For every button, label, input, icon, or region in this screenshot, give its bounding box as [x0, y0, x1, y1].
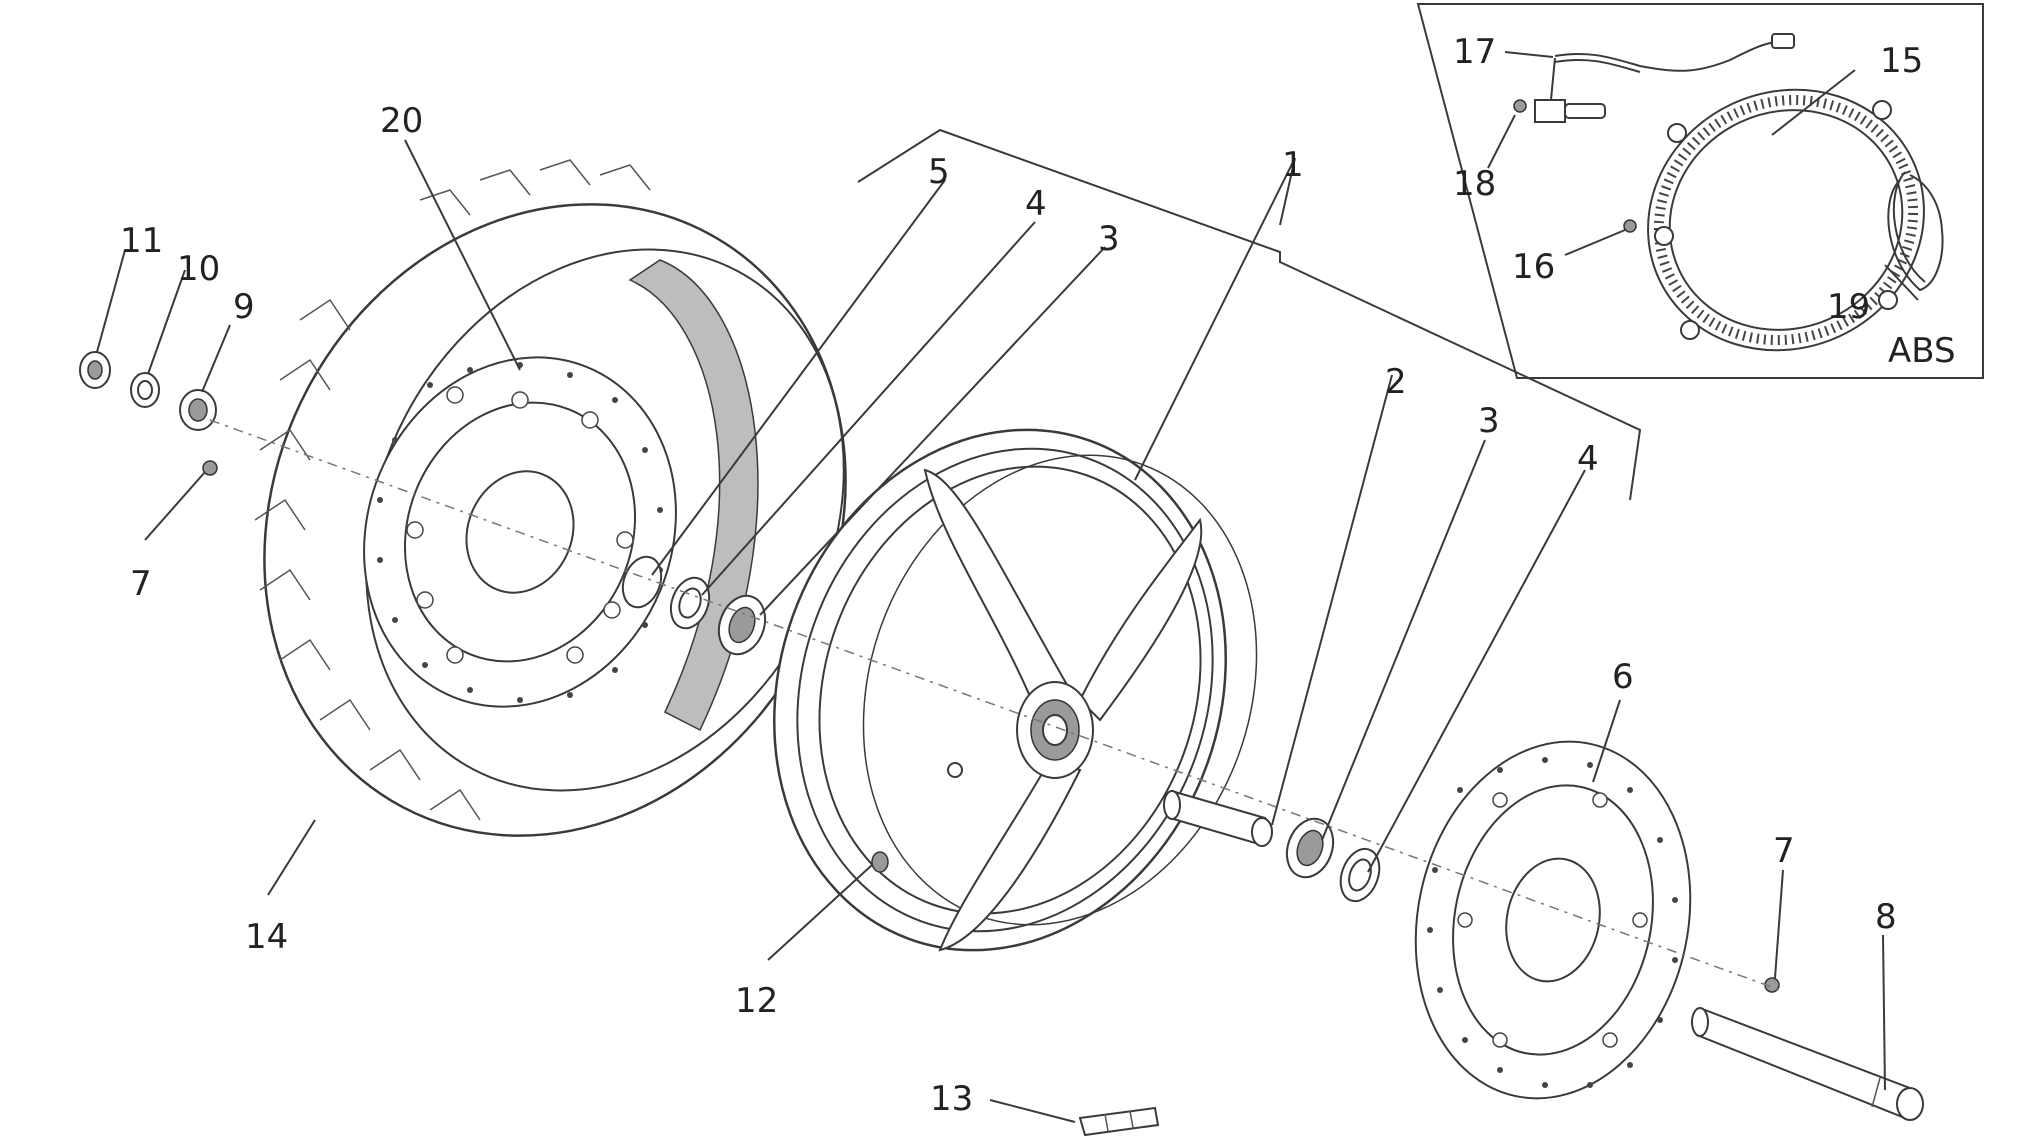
right-brake-disc — [1414, 740, 1692, 1100]
callout-15: 15 — [1880, 41, 1923, 81]
abs-sensor — [1513, 33, 1795, 233]
callout-10: 10 — [177, 249, 220, 289]
callout-3-right: 3 — [1478, 401, 1500, 441]
callout-16: 16 — [1512, 247, 1555, 287]
callout-19: 19 — [1827, 287, 1870, 327]
callout-17: 17 — [1453, 32, 1496, 72]
left-spacer-10 — [130, 372, 160, 408]
callout-8: 8 — [1875, 897, 1897, 937]
callout-4-left: 4 — [1025, 184, 1047, 224]
callout-18: 18 — [1453, 164, 1496, 204]
left-bearing — [717, 594, 767, 656]
callouts: 1 2 3 4 5 4 3 20 11 10 9 7 14 12 13 6 7 … — [120, 32, 1923, 1119]
abs-clip — [1887, 171, 1944, 292]
wheel-rim — [773, 428, 1258, 952]
callout-14: 14 — [245, 917, 288, 957]
right-seal — [1339, 847, 1381, 903]
callout-2: 2 — [1385, 362, 1407, 402]
right-bearing — [1285, 817, 1335, 879]
callout-7-left: 7 — [130, 564, 152, 604]
callout-5: 5 — [928, 152, 950, 192]
abs-tone-ring — [1647, 88, 1925, 352]
callout-12: 12 — [735, 981, 778, 1021]
left-spacer-11 — [79, 351, 111, 389]
abs-inset: ABS — [1416, 3, 1984, 379]
leader-lines — [96, 51, 1919, 1123]
left-screw-7 — [202, 460, 218, 476]
wheel-axle — [1691, 1007, 1924, 1121]
assembly-bracket — [857, 128, 1642, 501]
callout-3-left: 3 — [1098, 219, 1120, 259]
callout-11: 11 — [120, 221, 163, 261]
callout-7-right: 7 — [1773, 831, 1795, 871]
valve — [871, 851, 889, 873]
callout-6: 6 — [1612, 657, 1634, 697]
callout-1: 1 — [1282, 145, 1304, 185]
abs-inset-label: ABS — [1888, 331, 1956, 371]
balance-weight — [1078, 1106, 1160, 1137]
hub-spacer — [1163, 790, 1273, 847]
center-axis — [209, 419, 1781, 991]
callout-9: 9 — [233, 287, 255, 327]
callout-4-right: 4 — [1577, 439, 1599, 479]
left-spacer-9 — [179, 389, 217, 431]
callout-13: 13 — [930, 1079, 973, 1119]
left-circlip — [621, 555, 663, 609]
callout-20: 20 — [380, 101, 423, 141]
